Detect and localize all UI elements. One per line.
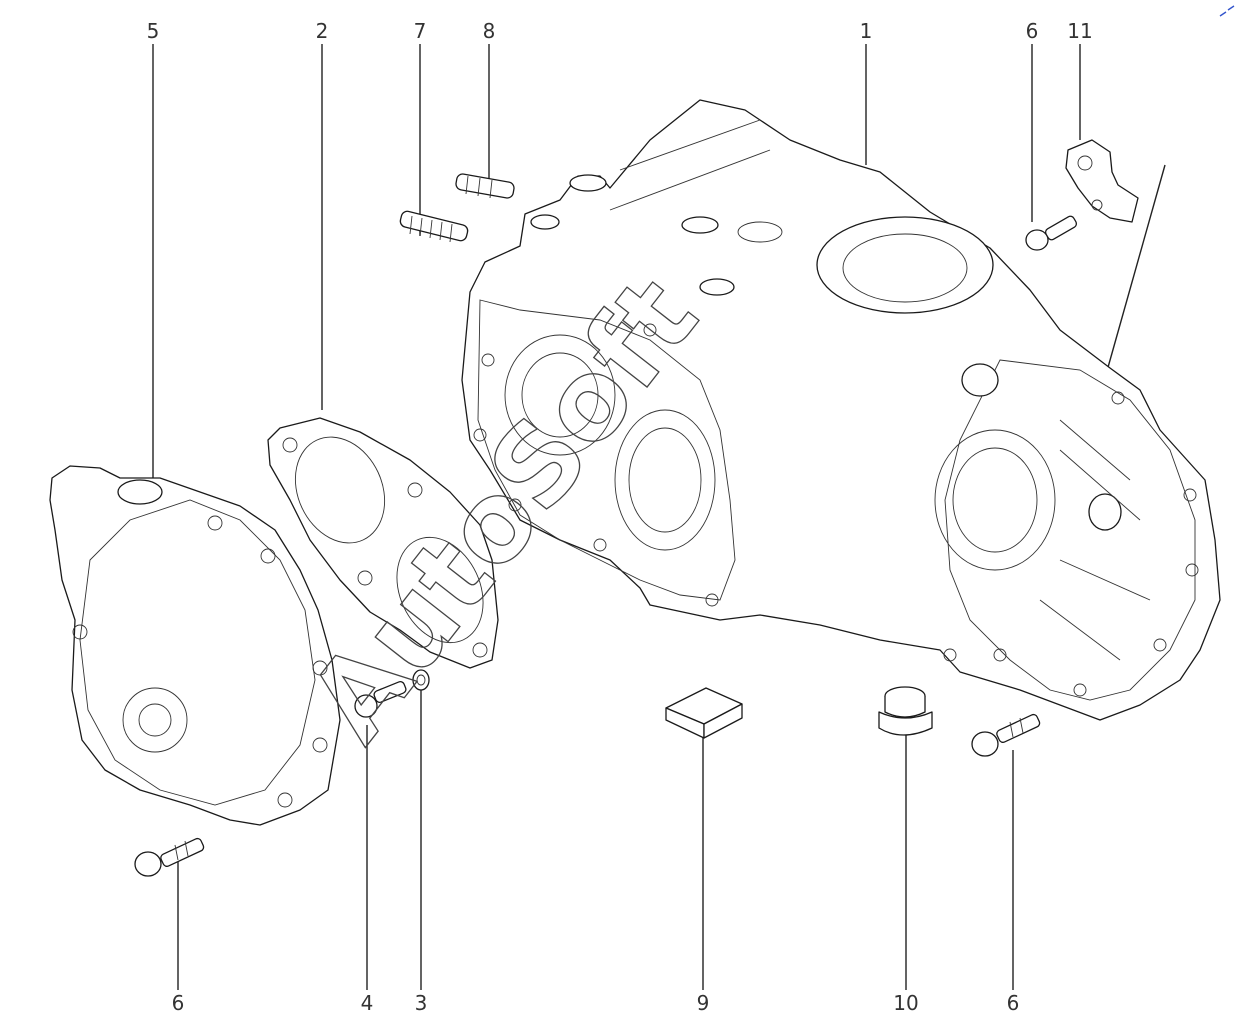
- callout-6-top: 6: [1026, 19, 1039, 43]
- callout-3: 3: [415, 991, 428, 1015]
- rubber-pad: [665, 687, 743, 739]
- bolt-6-top: [1025, 215, 1078, 251]
- bolt-6-left: [134, 837, 205, 877]
- washer-3: [412, 669, 430, 691]
- gasket: [267, 417, 499, 669]
- corner-mark: [1219, 5, 1235, 17]
- callout-6-left: 6: [172, 991, 185, 1015]
- callout-10: 10: [893, 991, 918, 1015]
- callout-7: 7: [414, 19, 427, 43]
- callout-11: 11: [1067, 19, 1092, 43]
- callout-4: 4: [361, 991, 374, 1015]
- callout-2: 2: [316, 19, 329, 43]
- callout-6-right: 6: [1007, 991, 1020, 1015]
- callout-labels: 5 2 7 8 1 6 11 6 4 3 9 10 6: [147, 19, 1093, 1015]
- gearbox-housing: [461, 99, 1221, 721]
- drain-plug: [878, 686, 933, 736]
- bolt-6-right: [971, 713, 1041, 757]
- callout-8: 8: [483, 19, 496, 43]
- callout-5: 5: [147, 19, 160, 43]
- bracket: [1065, 139, 1139, 223]
- bolt-4: [354, 681, 407, 718]
- stud-8: [455, 173, 515, 199]
- callout-9: 9: [697, 991, 710, 1015]
- stud-7: [399, 210, 469, 243]
- end-cover: [49, 465, 341, 826]
- leader-lines: [152, 44, 1166, 990]
- callout-1: 1: [860, 19, 873, 43]
